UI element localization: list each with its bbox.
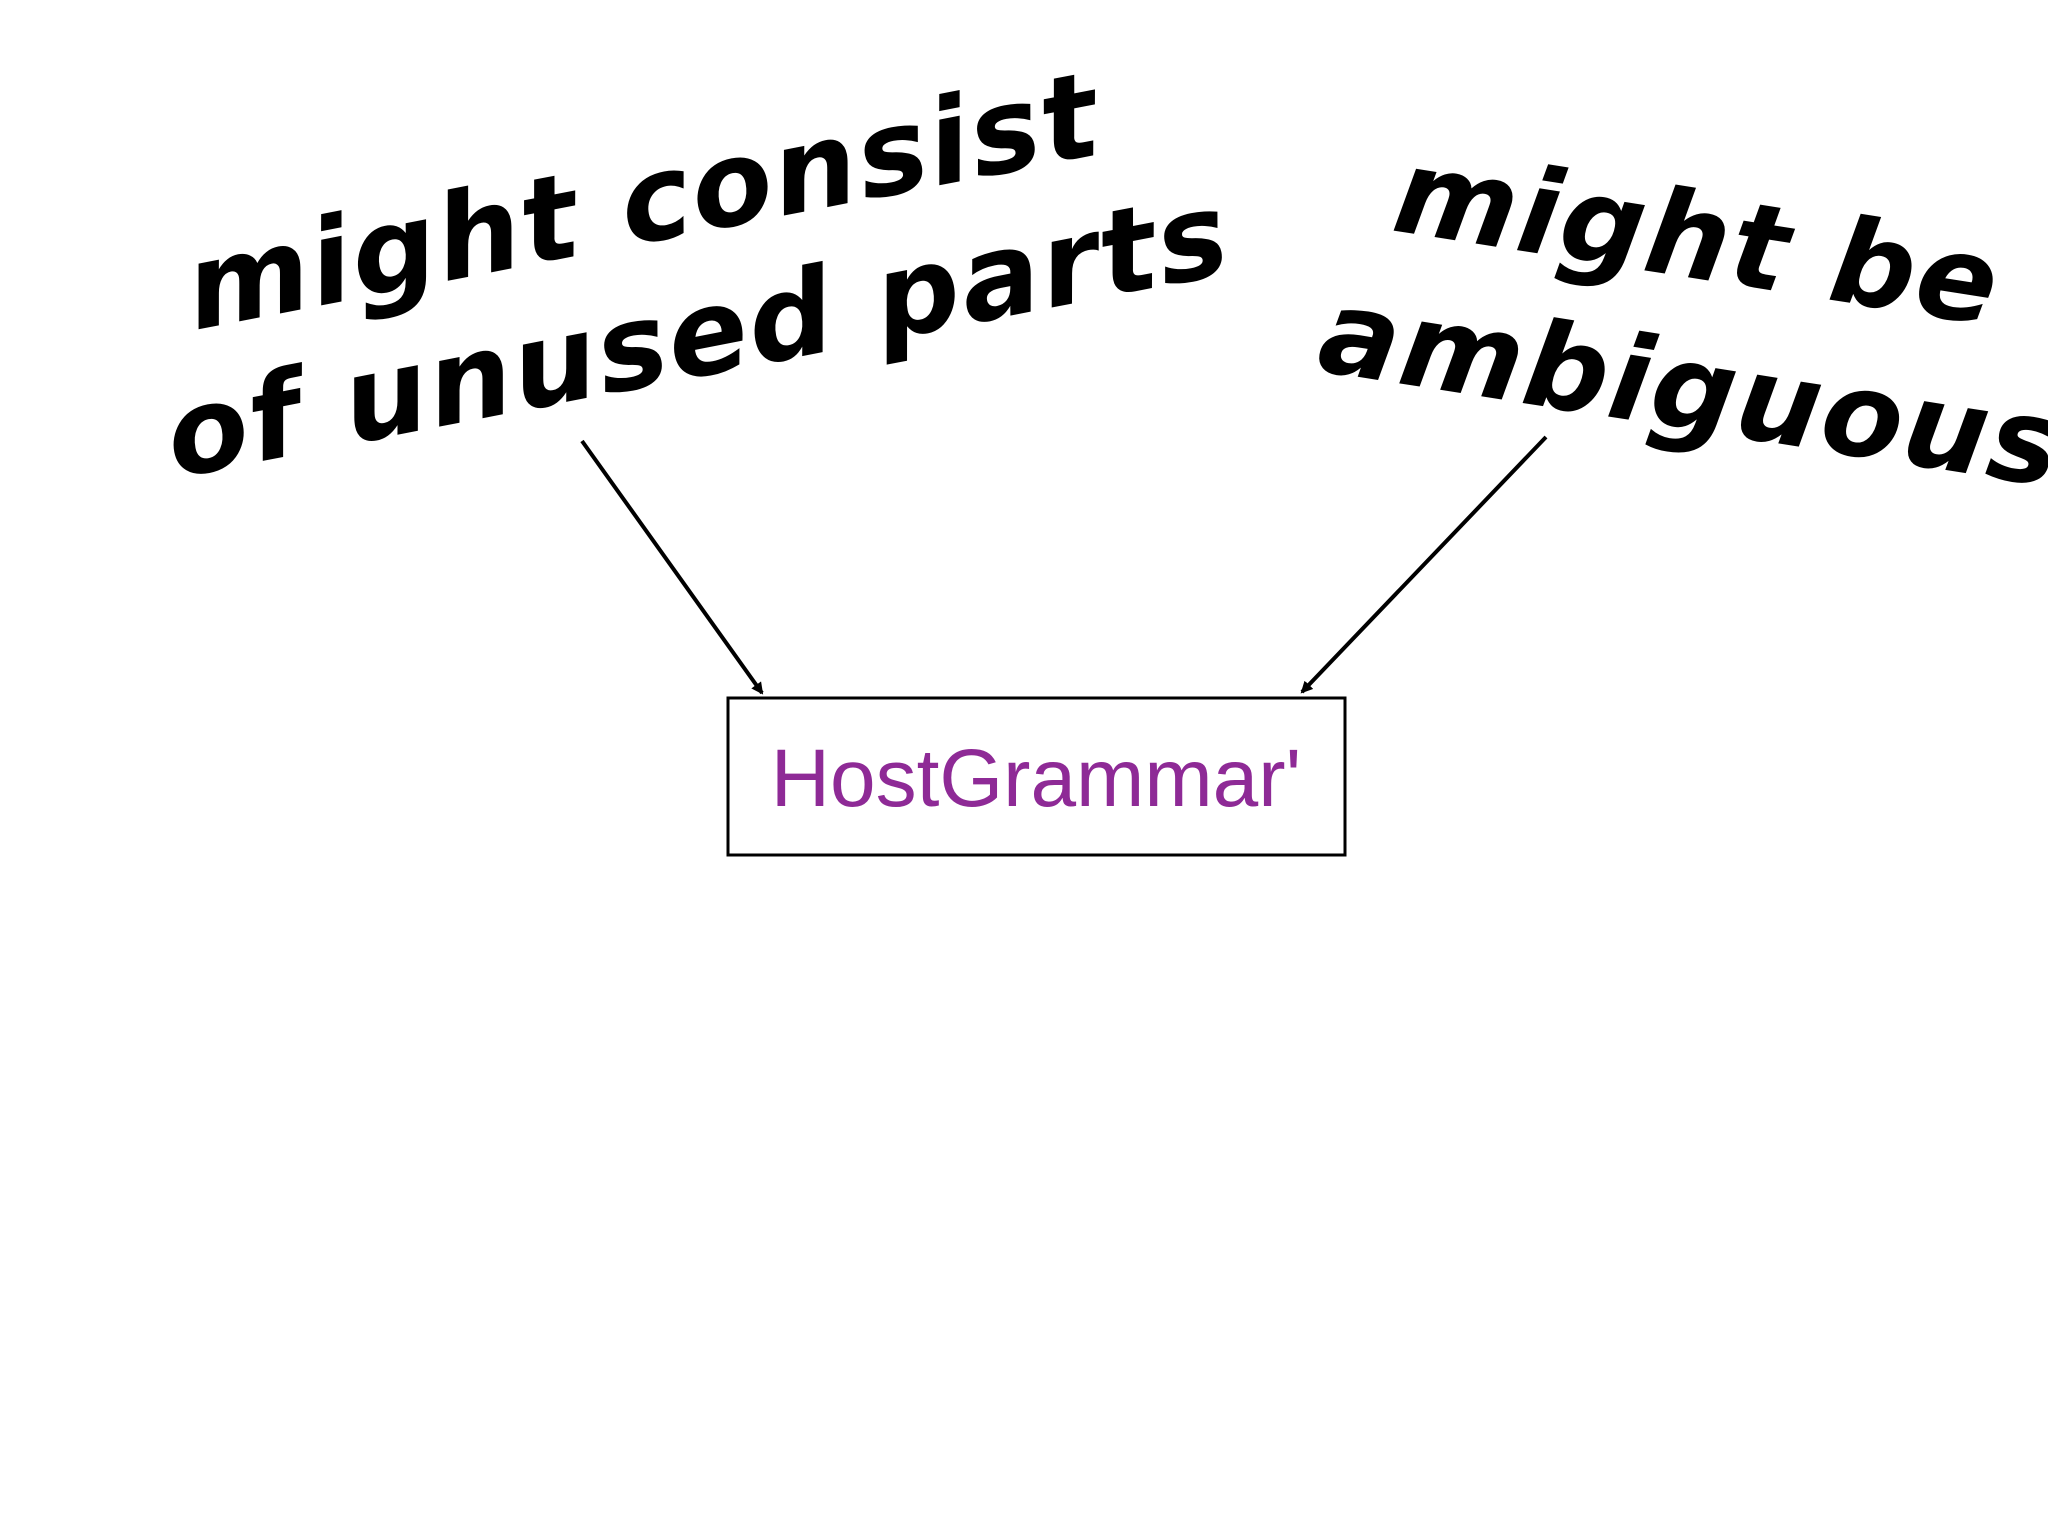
arrow-right (1300, 435, 1548, 694)
box-border (726, 696, 1347, 857)
annotation-right: might be ambiguous (1311, 121, 2048, 515)
box-label: HostGrammar' (771, 733, 1301, 824)
host-grammar-box: HostGrammar' (726, 696, 1347, 857)
arrow-left (580, 439, 764, 695)
annotation-left: might consist of unused parts (154, 45, 1241, 506)
